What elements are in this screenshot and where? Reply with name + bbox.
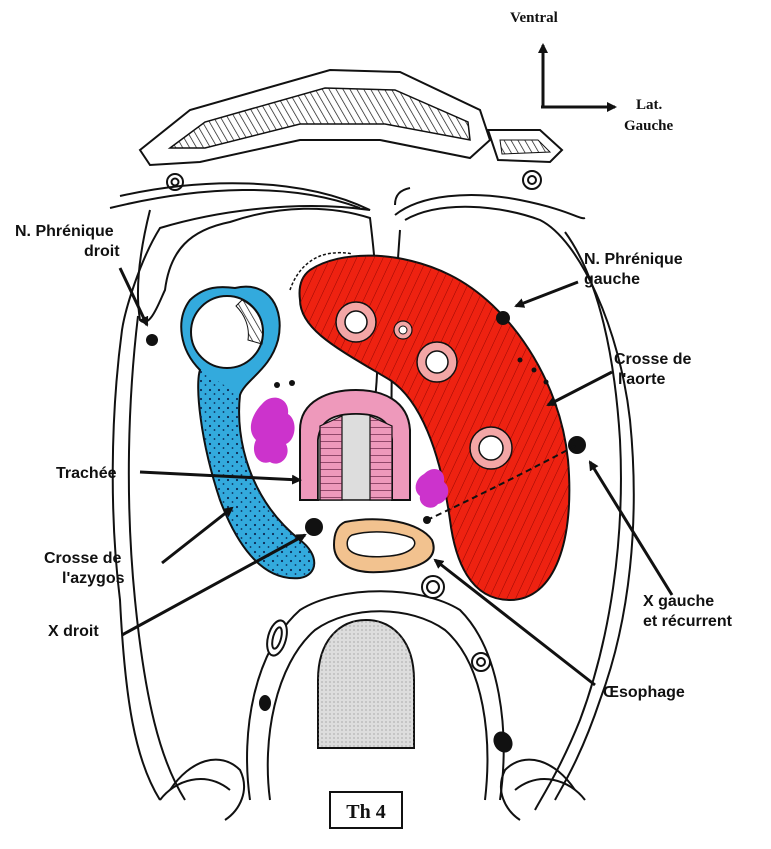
esophagus xyxy=(334,519,434,572)
trachea-label: Trachée xyxy=(56,465,117,482)
vertebral-level-label: Th 4 xyxy=(346,801,385,823)
orientation-indicator: Ventral Lat. Gauche xyxy=(510,10,674,134)
azygos-arch-label-line2: l'azygos xyxy=(62,570,125,587)
vagus-left-label-line1: X gauche xyxy=(643,593,714,610)
phrenic-right-label-line2: droit xyxy=(84,243,120,260)
azygos-arch-label-line1: Crosse de xyxy=(44,550,121,567)
aortic-arch-label-line2: l'aorte xyxy=(618,371,665,388)
phrenic-left-label-line1: N. Phrénique xyxy=(584,251,683,268)
esophagus-label: Œsophage xyxy=(603,684,685,701)
gauche-label: Gauche xyxy=(624,118,674,134)
trachea xyxy=(300,390,410,500)
aortic-arch-label-line1: Crosse de xyxy=(614,351,691,368)
sternum xyxy=(140,70,562,165)
phrenic-right-label-line1: N. Phrénique xyxy=(15,223,114,240)
phrenic-left-dot xyxy=(496,311,510,325)
ventral-label: Ventral xyxy=(510,10,558,26)
lat-label: Lat. xyxy=(636,97,663,113)
vagus-left-dot xyxy=(568,436,586,454)
azygos-arch xyxy=(181,287,314,579)
internal-thoracic-vessels xyxy=(167,171,541,190)
vertebral-level-box: Th 4 xyxy=(330,792,402,828)
vagus-right-label: X droit xyxy=(48,623,99,640)
phrenic-right-dot xyxy=(146,334,158,346)
vagus-right-dot xyxy=(305,518,323,536)
vagus-left-label-line2: et récurrent xyxy=(643,613,733,630)
phrenic-left-label-line2: gauche xyxy=(584,271,640,288)
